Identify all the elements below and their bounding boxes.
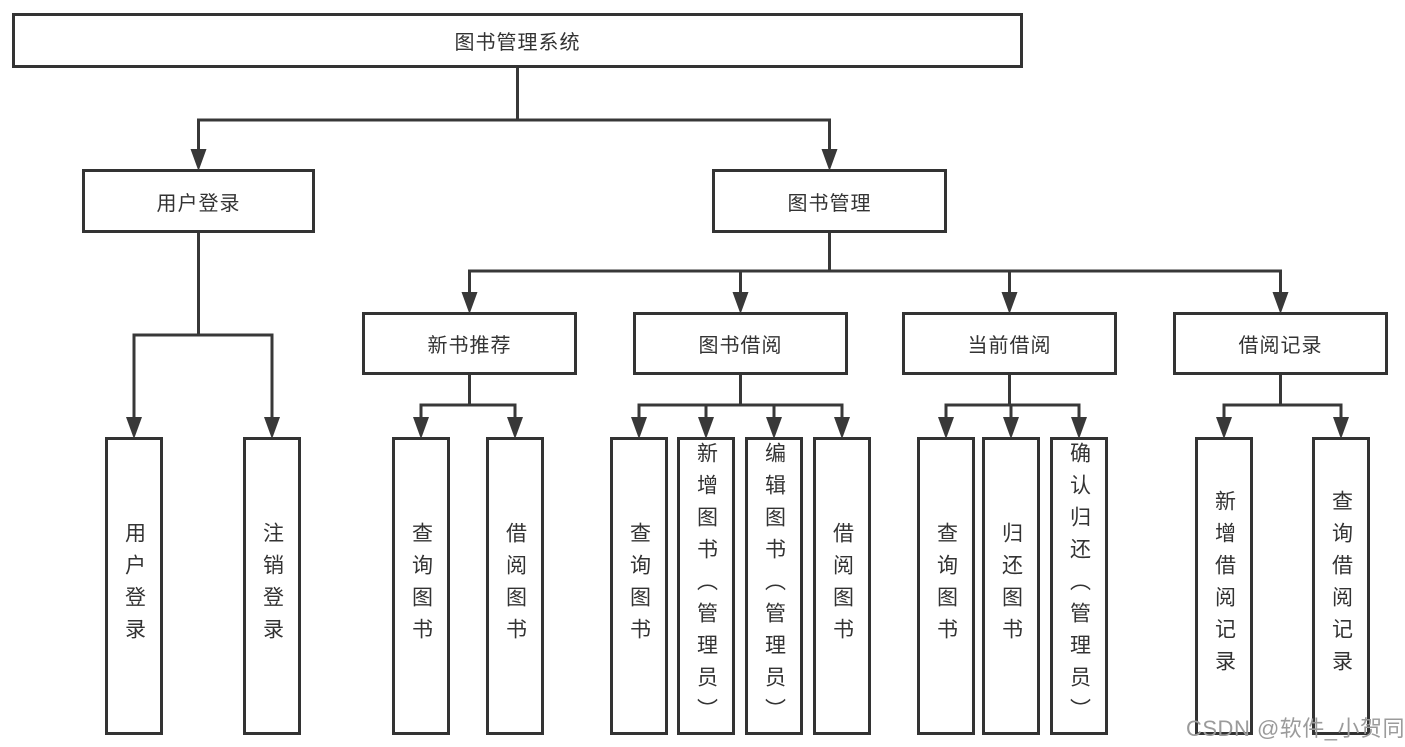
node-label-leaf-confirm-return: 确认归还（管理员） xyxy=(1067,442,1091,730)
node-current-borrow: 当前借阅 xyxy=(902,312,1117,375)
node-leaf-query-book-2: 查询图书 xyxy=(610,437,668,735)
node-leaf-borrow-book-1: 借阅图书 xyxy=(486,437,544,735)
node-book-borrow: 图书借阅 xyxy=(633,312,848,375)
node-label-book-management: 图书管理 xyxy=(787,192,872,215)
node-leaf-return-book: 归还图书 xyxy=(982,437,1040,735)
node-leaf-logout-login: 注销登录 xyxy=(243,437,301,735)
node-label-leaf-user-login: 用户登录 xyxy=(122,522,146,650)
node-borrow-records: 借阅记录 xyxy=(1173,312,1388,375)
watermark: CSDN @软件_小贺同学 xyxy=(1186,716,1405,741)
node-label-leaf-return-book: 归还图书 xyxy=(999,522,1023,650)
node-leaf-query-book-1: 查询图书 xyxy=(392,437,450,735)
node-label-borrow-records: 借阅记录 xyxy=(1238,335,1323,357)
node-label-leaf-borrow-book-1: 借阅图书 xyxy=(503,522,527,650)
node-leaf-confirm-return: 确认归还（管理员） xyxy=(1050,437,1108,735)
node-label-leaf-query-book-2: 查询图书 xyxy=(627,522,651,650)
node-book-management: 图书管理 xyxy=(712,169,947,233)
node-leaf-user-login: 用户登录 xyxy=(105,437,163,735)
node-leaf-add-book: 新增图书（管理员） xyxy=(677,437,735,735)
node-leaf-borrow-book-2: 借阅图书 xyxy=(813,437,871,735)
node-label-leaf-borrow-book-2: 借阅图书 xyxy=(830,522,854,650)
node-root: 图书管理系统 xyxy=(12,13,1023,68)
node-user-login: 用户登录 xyxy=(82,169,315,233)
node-new-book-recommend: 新书推荐 xyxy=(362,312,577,375)
node-label-root: 图书管理系统 xyxy=(454,32,581,54)
node-label-current-borrow: 当前借阅 xyxy=(967,335,1052,357)
node-leaf-query-book-3: 查询图书 xyxy=(917,437,975,735)
node-label-new-book-recommend: 新书推荐 xyxy=(427,335,512,357)
node-label-leaf-edit-book: 编辑图书（管理员） xyxy=(762,442,786,730)
node-label-leaf-logout-login: 注销登录 xyxy=(260,522,284,650)
node-leaf-add-borrow-record: 新增借阅记录 xyxy=(1195,437,1253,735)
node-label-leaf-query-borrow-record: 查询借阅记录 xyxy=(1329,490,1353,682)
node-label-book-borrow: 图书借阅 xyxy=(698,335,783,357)
node-label-leaf-add-book: 新增图书（管理员） xyxy=(694,442,718,730)
node-label-leaf-add-borrow-record: 新增借阅记录 xyxy=(1212,490,1236,682)
node-leaf-edit-book: 编辑图书（管理员） xyxy=(745,437,803,735)
node-leaf-query-borrow-record: 查询借阅记录 xyxy=(1312,437,1370,735)
node-label-leaf-query-book-3: 查询图书 xyxy=(934,522,958,650)
node-label-leaf-query-book-1: 查询图书 xyxy=(409,522,433,650)
node-label-user-login: 用户登录 xyxy=(156,192,241,215)
